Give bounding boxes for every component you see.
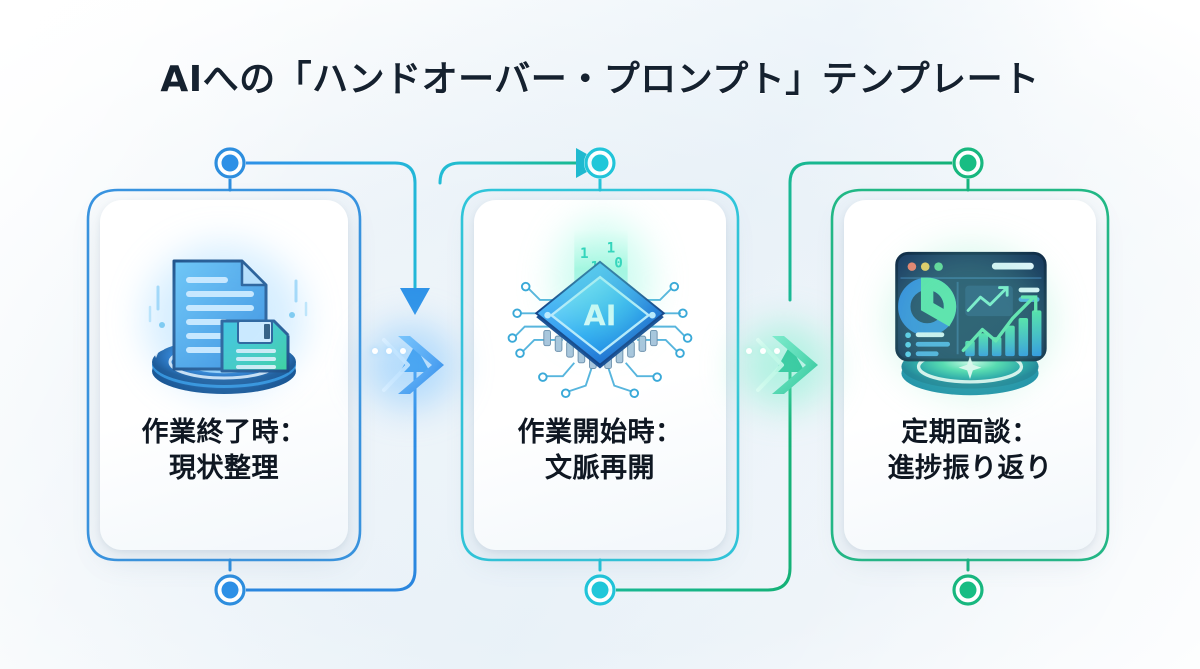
connector-1-2 <box>364 324 458 408</box>
step-card-1-label: 作業終了時： 現状整理 <box>142 415 307 486</box>
step-card-3-label-line1: 定期面談： <box>901 417 1039 448</box>
svg-text:1: 1 <box>607 240 616 256</box>
node-top-left <box>214 147 246 179</box>
step-card-2-label: 作業開始時： 文脈再開 <box>518 415 683 486</box>
node-bottom-left <box>214 574 246 606</box>
node-bottom-right <box>952 574 984 606</box>
node-bottom-center <box>584 574 616 606</box>
document-save-icon <box>124 226 324 411</box>
page-title: AIへの「ハンドオーバー・プロンプト」テンプレート <box>160 59 1040 100</box>
step-card-3[interactable]: 定期面談： 進捗振り返り <box>844 200 1096 550</box>
ai-chip-label: AI <box>584 298 617 332</box>
connector-2-3 <box>738 324 832 408</box>
ai-chip-icon: 11 10 <box>500 220 700 411</box>
step-card-1-label-line1: 作業終了時： <box>141 417 307 448</box>
step-card-2[interactable]: 11 10 <box>474 200 726 550</box>
step-card-3-label: 定期面談： 進捗振り返り <box>888 415 1053 486</box>
step-card-1-label-line2: 現状整理 <box>169 452 279 484</box>
connector-2-3-dots <box>746 348 780 354</box>
step-card-2-label-line1: 作業開始時： <box>517 417 683 448</box>
connector-1-2-dots <box>372 348 406 354</box>
node-top-center <box>584 147 616 179</box>
svg-text:0: 0 <box>614 255 623 271</box>
svg-text:1: 1 <box>580 246 589 262</box>
step-card-3-label-line2: 進捗振り返り <box>887 452 1053 484</box>
node-top-right <box>952 147 984 179</box>
step-card-1[interactable]: 作業終了時： 現状整理 <box>100 200 348 550</box>
analytics-dashboard-icon <box>870 226 1070 411</box>
step-card-2-label-line2: 文脈再開 <box>545 452 655 484</box>
